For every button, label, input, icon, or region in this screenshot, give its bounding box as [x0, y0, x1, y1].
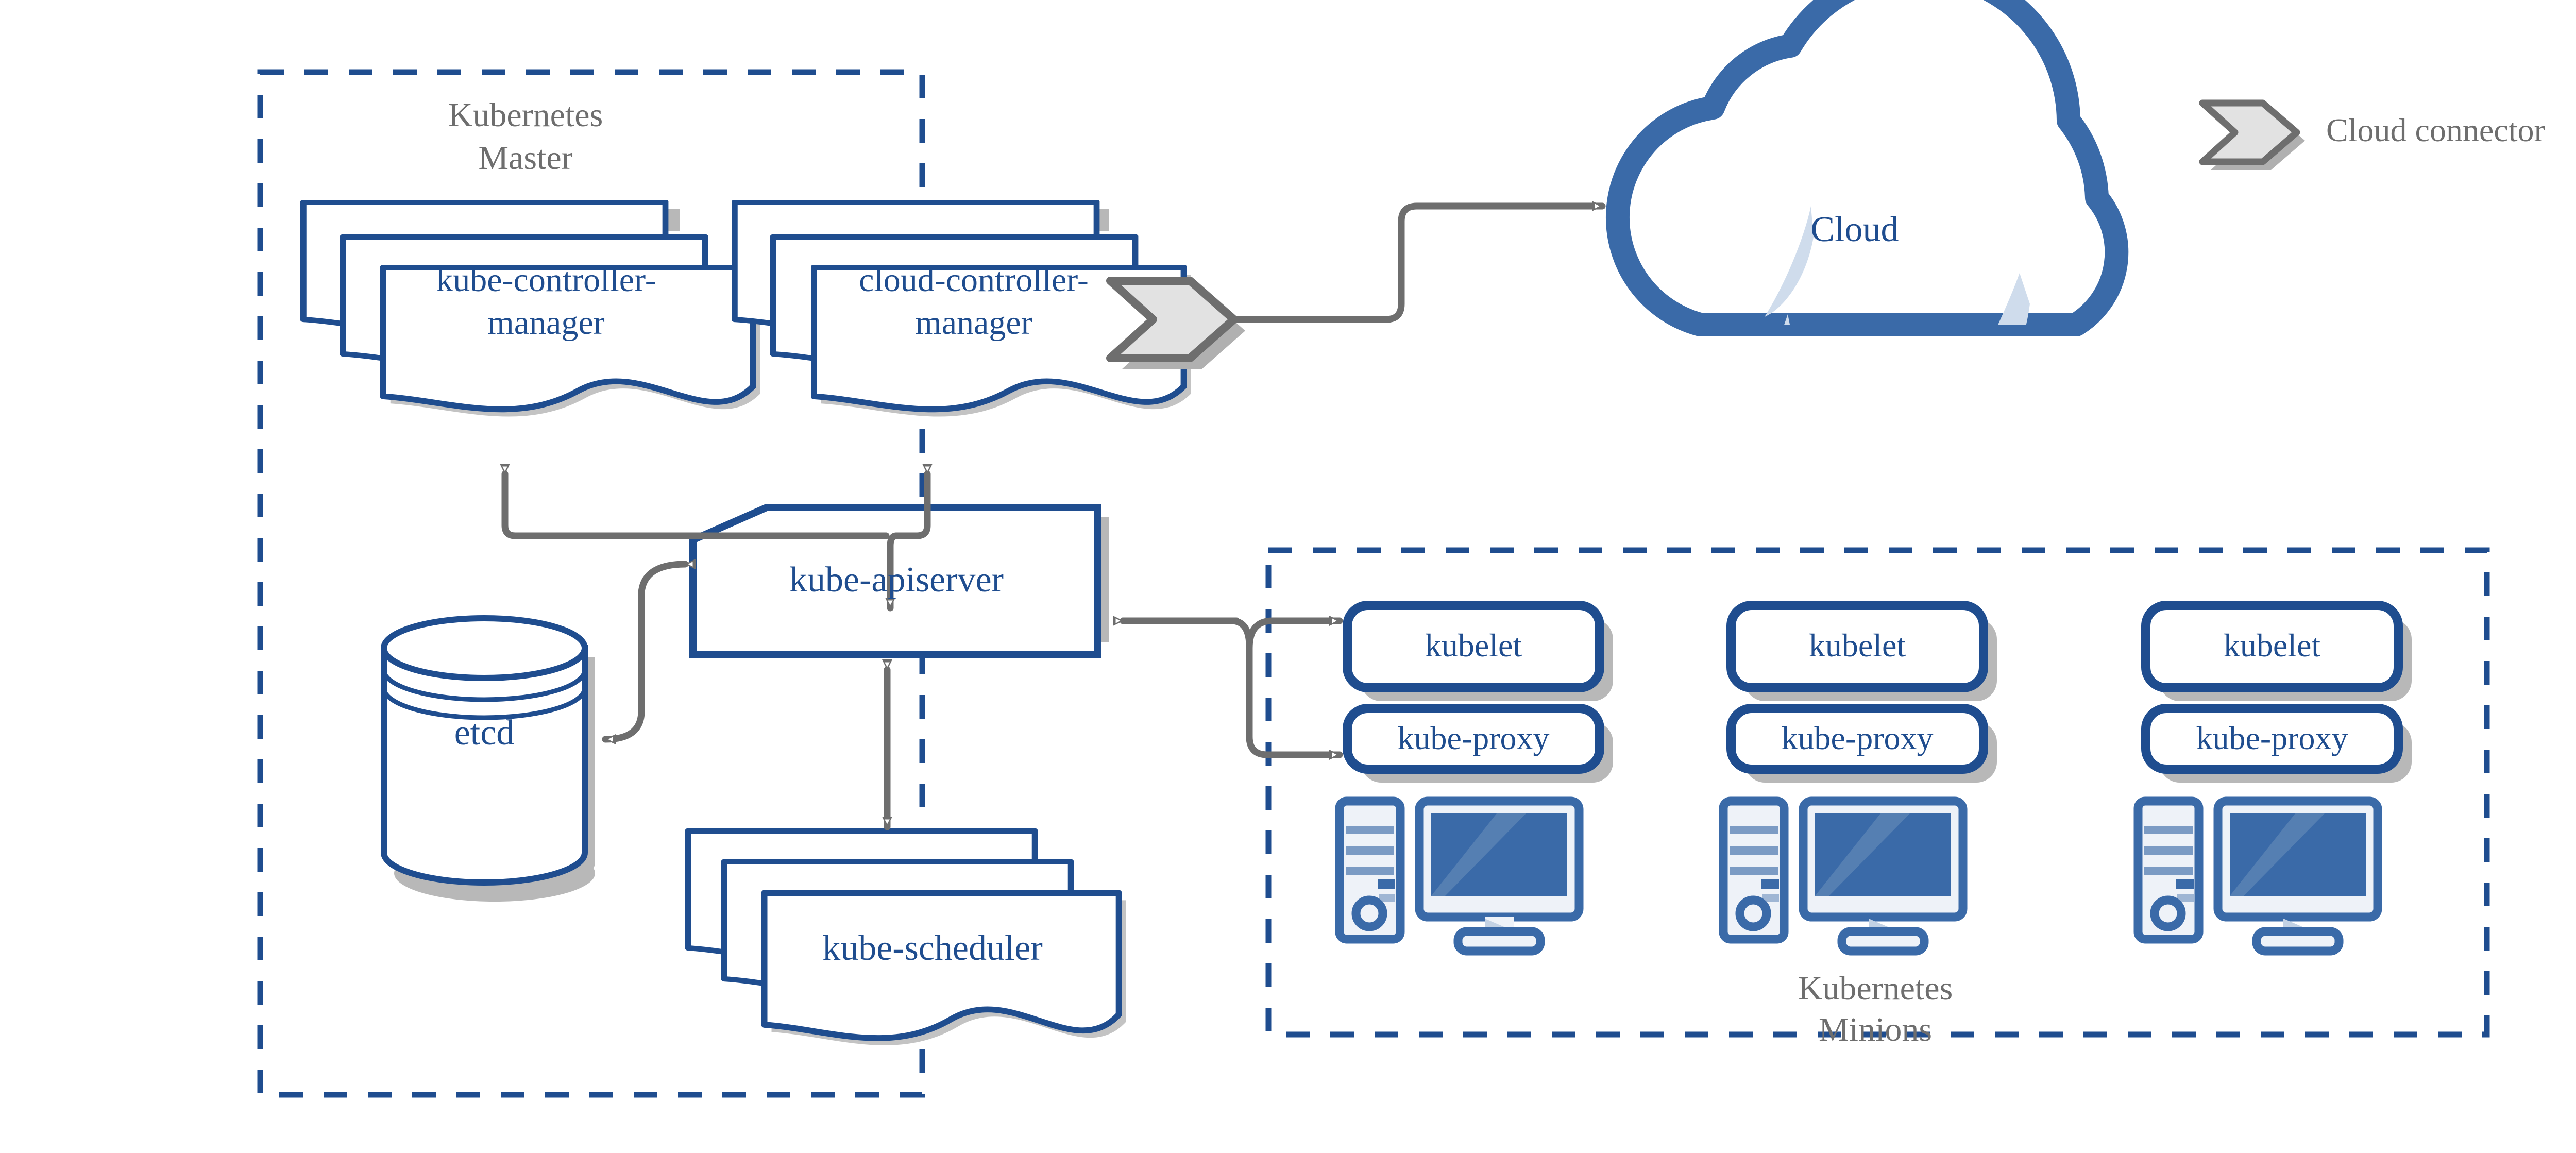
computer-icon-2 — [1719, 796, 1968, 956]
connector-lines — [500, 201, 1606, 830]
kube-proxy-box-3 — [2141, 704, 2403, 774]
kubelet-box-1 — [1343, 601, 1604, 692]
kube-apiserver-shape — [689, 504, 1109, 658]
cloud-shape — [1605, 0, 2129, 336]
kube-proxy-box-2 — [1726, 704, 1988, 774]
etcd-shape — [381, 615, 595, 902]
computer-icon-3 — [2133, 796, 2382, 956]
kube-scheduler-shape — [688, 831, 1126, 1045]
kubernetes-minions-boundary — [1265, 547, 2490, 1038]
cloud-accent-shapes — [1731, 206, 2030, 325]
computer-icon-1 — [1335, 796, 1584, 956]
minion-node-1 — [1343, 601, 1613, 783]
cloud-connector-icon-inline — [1106, 277, 1245, 369]
kubelet-box-2 — [1726, 601, 1988, 692]
minion-node-2 — [1726, 601, 1997, 783]
cloud-controller-manager-shape — [735, 202, 1191, 417]
kube-controller-manager-shape — [303, 202, 760, 417]
minion-node-3 — [2141, 601, 2412, 783]
kube-proxy-box-1 — [1343, 704, 1604, 774]
kubelet-box-3 — [2141, 601, 2403, 692]
cloud-connector-icon-legend — [2199, 99, 2305, 170]
